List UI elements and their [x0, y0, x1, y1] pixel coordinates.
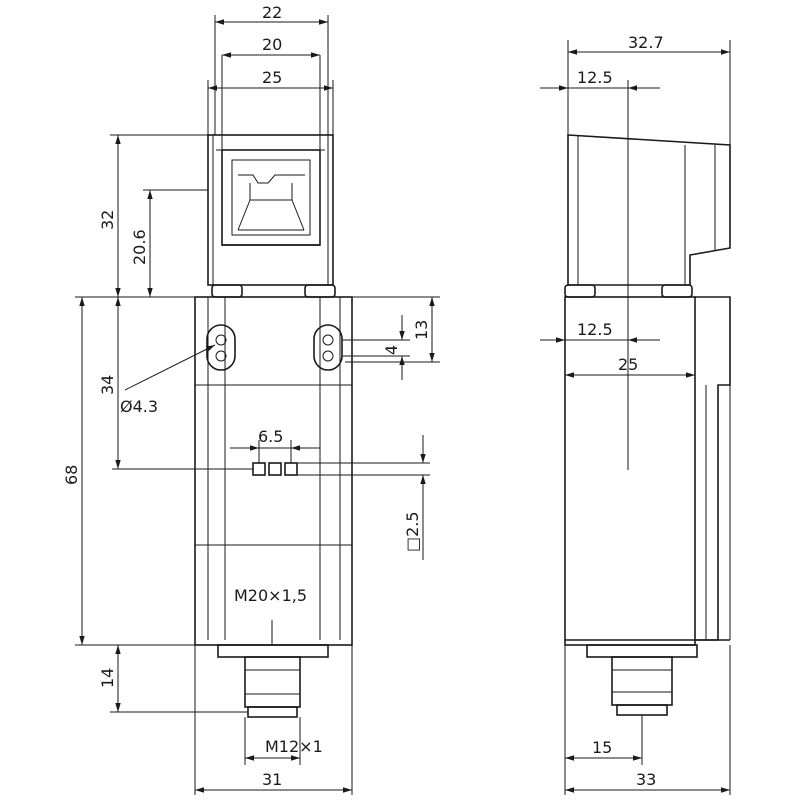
terminal-square-3 [284, 462, 298, 476]
dim-height-32: 32 [98, 210, 117, 230]
dim-height-34: 34 [98, 375, 117, 395]
side-head [567, 134, 731, 286]
dim-height-13: 13 [412, 320, 431, 340]
dim-offset-15: 15 [592, 738, 612, 757]
dimension-lines-front [75, 15, 440, 795]
dim-width-25: 25 [262, 68, 282, 87]
mounting-slot-left [206, 324, 236, 371]
screw-head-left [211, 284, 243, 298]
dim-width-32-7: 32.7 [628, 33, 664, 52]
dimension-lines-side [540, 40, 731, 795]
dim-pitch-6-5: 6.5 [258, 427, 283, 446]
dim-thread-m20: M20×1,5 [234, 586, 307, 605]
dim-square-2-5: □2.5 [403, 511, 422, 552]
dim-offset-12-5-top: 12.5 [577, 68, 613, 87]
actuator-head [207, 134, 334, 286]
side-view: 32.7 12.5 12.5 25 15 33 [540, 33, 731, 795]
dim-offset-12-5-mid: 12.5 [577, 320, 613, 339]
dim-height-68: 68 [62, 465, 81, 485]
dim-slot-4: 4 [382, 345, 401, 355]
side-connector [586, 644, 698, 716]
side-body [564, 296, 731, 646]
dim-height-14: 14 [98, 668, 117, 688]
side-screw-head-left [564, 284, 596, 298]
dim-width-20: 20 [262, 35, 282, 54]
mounting-slot-right [313, 324, 343, 371]
dim-width-25-side: 25 [618, 355, 638, 374]
side-screw-head-right [661, 284, 693, 298]
dim-hole-diameter: Ø4.3 [120, 397, 158, 416]
dim-width-22: 22 [262, 3, 282, 22]
m12-connector [217, 620, 329, 718]
screw-head-right [304, 284, 336, 298]
front-view: 22 20 25 32 20.6 68 34 Ø4.3 6.5 13 4 □2.… [62, 3, 440, 795]
dim-height-20-6: 20.6 [130, 229, 149, 265]
dim-width-33: 33 [636, 770, 656, 789]
dim-width-31: 31 [262, 770, 282, 789]
terminal-square-2 [268, 462, 282, 476]
dim-thread-m12: M12×1 [265, 737, 323, 756]
terminal-square-1 [252, 462, 266, 476]
